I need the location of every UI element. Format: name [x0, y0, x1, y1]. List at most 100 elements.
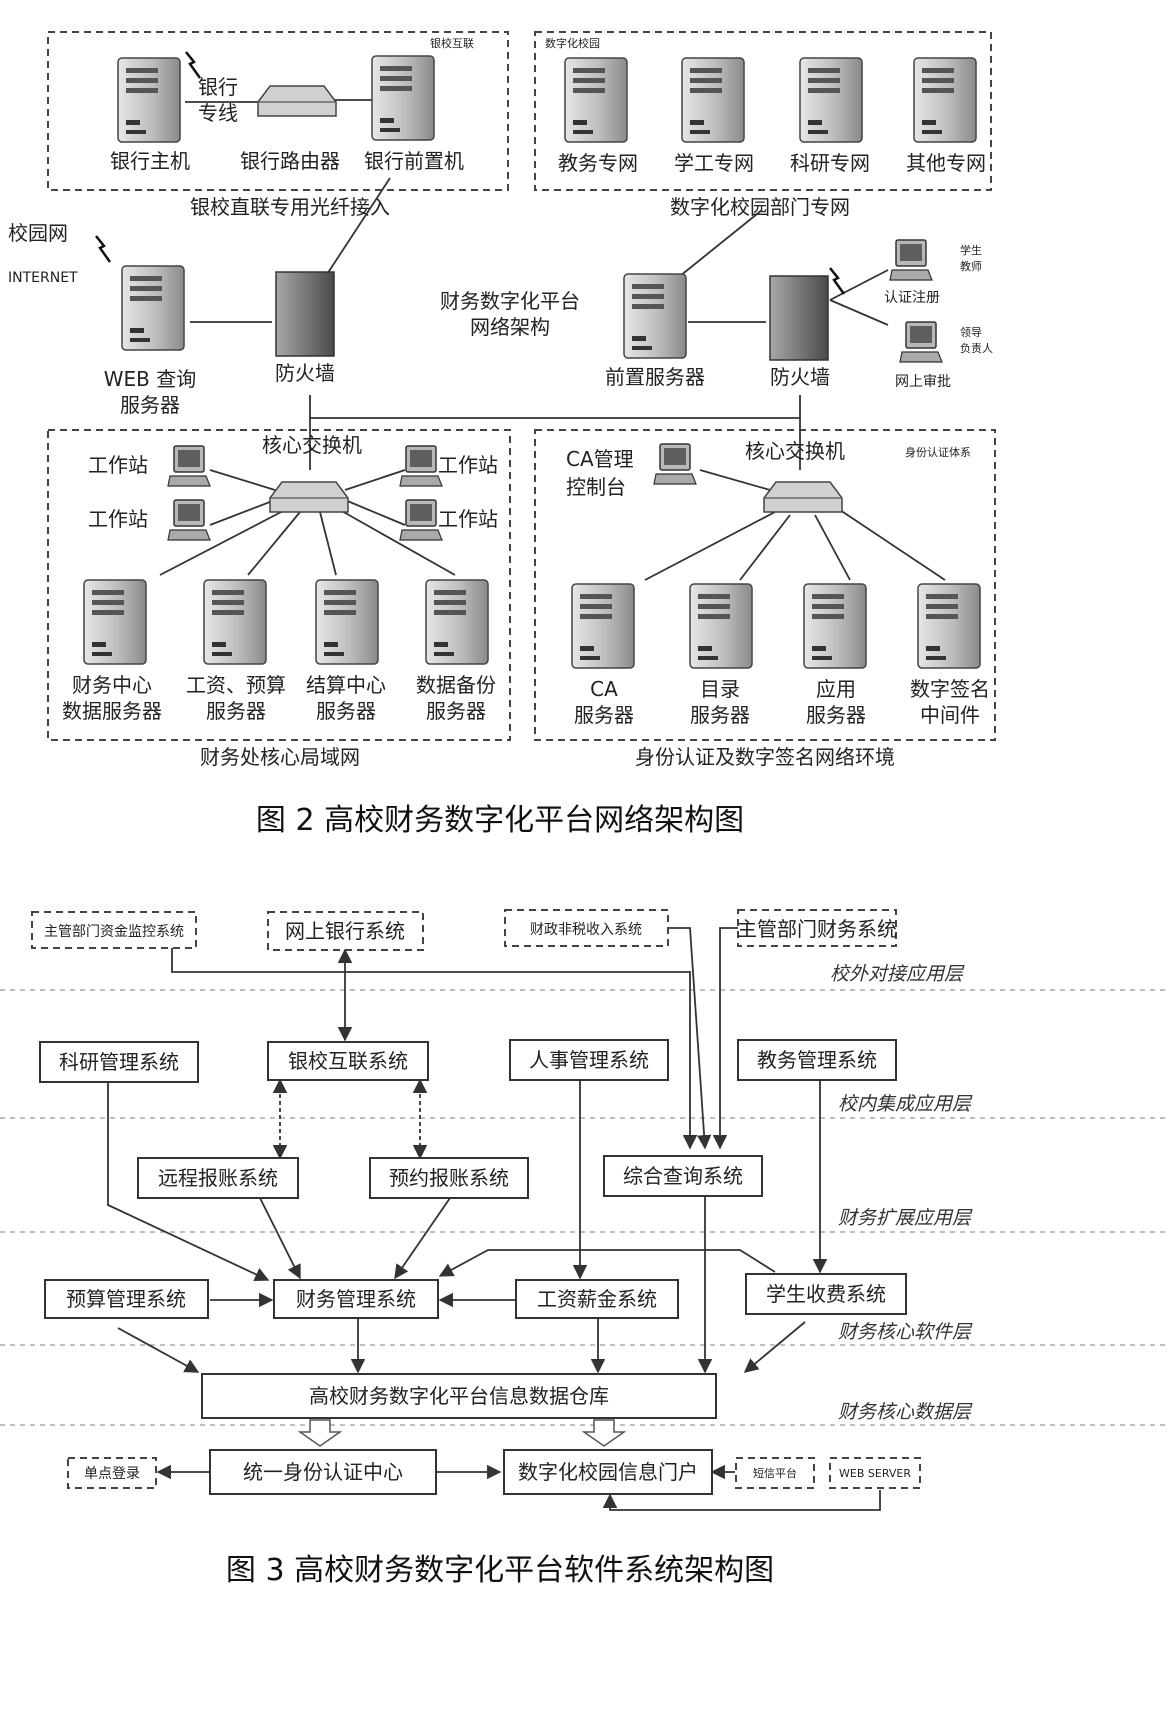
- label-bank-host: 银行主机: [110, 149, 190, 173]
- core-switch-left-icon: [269, 481, 349, 513]
- down-arrow-icon: [581, 1419, 627, 1447]
- figure-2: 银校互联 数字化校园 身份认证体系 银校直联专用光纤接入 数字化校园部门专网 财…: [8, 31, 996, 838]
- footer-campus-dept: 数字化校园部门专网: [670, 195, 850, 219]
- approver-pc-icon: [899, 321, 943, 363]
- settle-server-icon: [315, 579, 379, 665]
- figure-2-caption: 图 2 高校财务数字化平台网络架构图: [256, 803, 744, 838]
- down-arrow-icon: [297, 1419, 343, 1447]
- label-settle-server-2: 服务器: [316, 699, 376, 723]
- label-ca-server-1: CA: [590, 677, 618, 701]
- label-web-server-2: 服务器: [120, 393, 180, 417]
- salary-server-icon: [203, 579, 267, 665]
- label-bank-front: 银行前置机: [364, 149, 464, 173]
- workstation-icon: [167, 499, 211, 541]
- label-teacher: 教师: [960, 260, 982, 273]
- label-workstation: 工作站: [88, 453, 148, 477]
- sys-portal: 数字化校园信息门户: [518, 1460, 698, 1484]
- sys-edu-mgmt: 教务管理系统: [757, 1048, 877, 1072]
- ca-server-icon: [571, 583, 635, 669]
- footer-identity: 身份认证及数字签名网络环境: [635, 745, 895, 769]
- label-student: 学生: [960, 243, 982, 257]
- firewall-left-icon: [275, 271, 335, 357]
- ca-console-icon: [653, 443, 697, 485]
- center-title-1: 财务数字化平台: [440, 289, 580, 313]
- tag-campus-dept: 数字化校园: [545, 36, 600, 50]
- group-core-lan: [47, 429, 511, 741]
- figure-3: 校外对接应用层 校内集成应用层 财务扩展应用层 财务核心软件层 财务核心数据层: [0, 909, 1170, 1588]
- label-sign-middleware-1: 数字签名: [910, 677, 990, 701]
- other-net-server-icon: [913, 57, 977, 143]
- sys-remote-reimb: 远程报账系统: [158, 1166, 278, 1190]
- sign-middleware-icon: [917, 583, 981, 669]
- label-salary-server-1: 工资、预算: [186, 673, 286, 697]
- layer-internal: 校内集成应用层: [838, 1093, 973, 1115]
- bank-host-icon: [117, 57, 181, 143]
- label-auth-register: 认证注册: [884, 290, 940, 306]
- group-campus-dept: [534, 31, 992, 191]
- label-ca-console-1: CA管理: [566, 447, 634, 471]
- label-other-net: 其他专网: [906, 151, 986, 175]
- bank-front-server-icon: [371, 55, 435, 141]
- label-sign-middleware-2: 中间件: [920, 703, 980, 727]
- sys-sms: 短信平台: [753, 1466, 797, 1480]
- label-core-switch-left: 核心交换机: [262, 433, 362, 457]
- edu-net-server-icon: [564, 57, 628, 143]
- center-title-2: 网络架构: [470, 315, 550, 339]
- label-workstation: 工作站: [438, 453, 498, 477]
- dir-server-icon: [689, 583, 753, 669]
- label-backup-server-1: 数据备份: [416, 673, 496, 697]
- group-bank-link: [47, 31, 509, 191]
- fin-data-server-icon: [83, 579, 147, 665]
- sys-web-server: WEB SERVER: [839, 1467, 911, 1480]
- label-fin-data-server-2: 数据服务器: [62, 699, 162, 723]
- sys-hr-mgmt: 人事管理系统: [529, 1048, 649, 1072]
- sys-tuition: 学生收费系统: [766, 1282, 886, 1306]
- label-stu-net: 学工专网: [674, 151, 754, 175]
- label-campus-net: 校园网: [8, 221, 68, 245]
- workstation-icon: [167, 445, 211, 487]
- label-edu-net: 教务专网: [558, 151, 638, 175]
- label-approver-2: 负责人: [960, 341, 993, 355]
- web-server-icon: [121, 265, 185, 351]
- sys-budget: 预算管理系统: [66, 1287, 186, 1311]
- layer-external: 校外对接应用层: [830, 963, 965, 985]
- label-web-server-1: WEB 查询: [104, 367, 197, 391]
- layer-core-software: 财务核心软件层: [838, 1321, 973, 1343]
- label-dir-server-1: 目录: [700, 677, 740, 701]
- sys-research-mgmt: 科研管理系统: [59, 1050, 179, 1074]
- label-firewall-right: 防火墙: [770, 365, 830, 389]
- label-online-approval: 网上审批: [895, 374, 951, 390]
- workstation-icon: [399, 445, 443, 487]
- sys-query: 综合查询系统: [623, 1164, 743, 1188]
- sys-bank-campus: 银校互联系统: [288, 1049, 408, 1073]
- label-bank-line-2: 专线: [198, 101, 238, 125]
- label-bank-router: 银行路由器: [240, 149, 340, 173]
- internet-wireless-icon: [94, 234, 112, 264]
- label-ca-server-2: 服务器: [574, 703, 634, 727]
- label-approver-1: 领导: [960, 326, 982, 339]
- label-dir-server-2: 服务器: [690, 703, 750, 727]
- label-settle-server-1: 结算中心: [306, 673, 386, 697]
- label-app-server-2: 服务器: [806, 703, 866, 727]
- label-bank-line-1: 银行: [198, 75, 238, 99]
- tag-bank-link: 银校互联: [430, 36, 474, 50]
- app-server-icon: [803, 583, 867, 669]
- research-net-server-icon: [799, 57, 863, 143]
- firewall-right-icon: [769, 275, 829, 361]
- footer-bank-link: 银校直联专用光纤接入: [190, 195, 390, 219]
- label-ca-console-2: 控制台: [566, 475, 626, 499]
- sys-booking-reimb: 预约报账系统: [389, 1166, 509, 1190]
- workstation-icon: [399, 499, 443, 541]
- sys-fiscal-income: 财政非税收入系统: [530, 922, 642, 938]
- label-salary-server-2: 服务器: [206, 699, 266, 723]
- sys-sso: 单点登录: [84, 1466, 140, 1482]
- label-internet: INTERNET: [8, 270, 78, 286]
- system-flows: [107, 927, 881, 1511]
- group-identity: [534, 429, 996, 741]
- layer-core-data: 财务核心数据层: [838, 1401, 973, 1423]
- label-app-server-1: 应用: [816, 677, 856, 701]
- sys-identity-center: 统一身份认证中心: [243, 1460, 403, 1484]
- backup-server-icon: [425, 579, 489, 665]
- tag-identity: 身份认证体系: [905, 445, 971, 459]
